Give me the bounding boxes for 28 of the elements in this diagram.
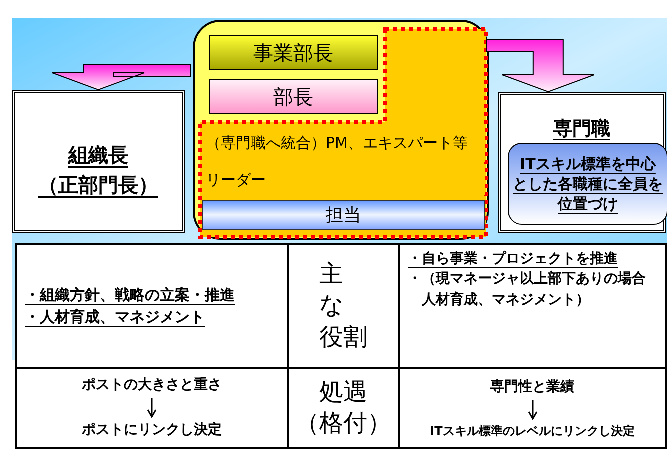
table-text: ・人材育成、マネジメント — [25, 307, 206, 328]
table-text: ・自ら事業・プロジェクトを推進 — [408, 250, 619, 269]
table-text: 処遇 — [320, 376, 368, 408]
table-text: 専門性と業績 — [490, 378, 574, 396]
table-text: ・組織方針、戦略の立案・推進 — [25, 284, 236, 306]
table-text: ・（現マネージャ以上部下ありの場合人材育成、マネジメント） — [408, 270, 647, 310]
table-text: ポストにリンクし決定 — [82, 420, 222, 440]
table-text: （格付） — [296, 408, 392, 439]
table-text: 主な役割 — [320, 259, 368, 353]
table-text: ITスキル標準のレベルにリンクし決定 — [430, 422, 635, 440]
node-text: 部長 — [274, 84, 314, 110]
node-text: リーダー — [206, 170, 266, 191]
role-card — [12, 90, 185, 233]
node-text: ITスキル標準を中心とした各職種に全員を位置づけ — [513, 154, 663, 214]
role-box — [209, 35, 378, 70]
block-arrow — [486, 40, 595, 93]
node-text: 担当 — [326, 204, 362, 228]
role-card — [498, 92, 666, 233]
rounded-box — [508, 143, 667, 225]
role-box — [209, 79, 378, 114]
role-band — [202, 200, 485, 230]
node-text: （専門職へ統合）PM、エキスパート等 — [206, 133, 468, 154]
table-text: ポストの大きさと重さ — [82, 376, 222, 395]
block-arrow — [52, 64, 192, 91]
node-text: 事業部長 — [254, 40, 334, 66]
node-text: （正部門長） — [38, 172, 158, 198]
node-text: 組織長 — [68, 142, 128, 168]
node-text: 専門職 — [554, 117, 610, 142]
